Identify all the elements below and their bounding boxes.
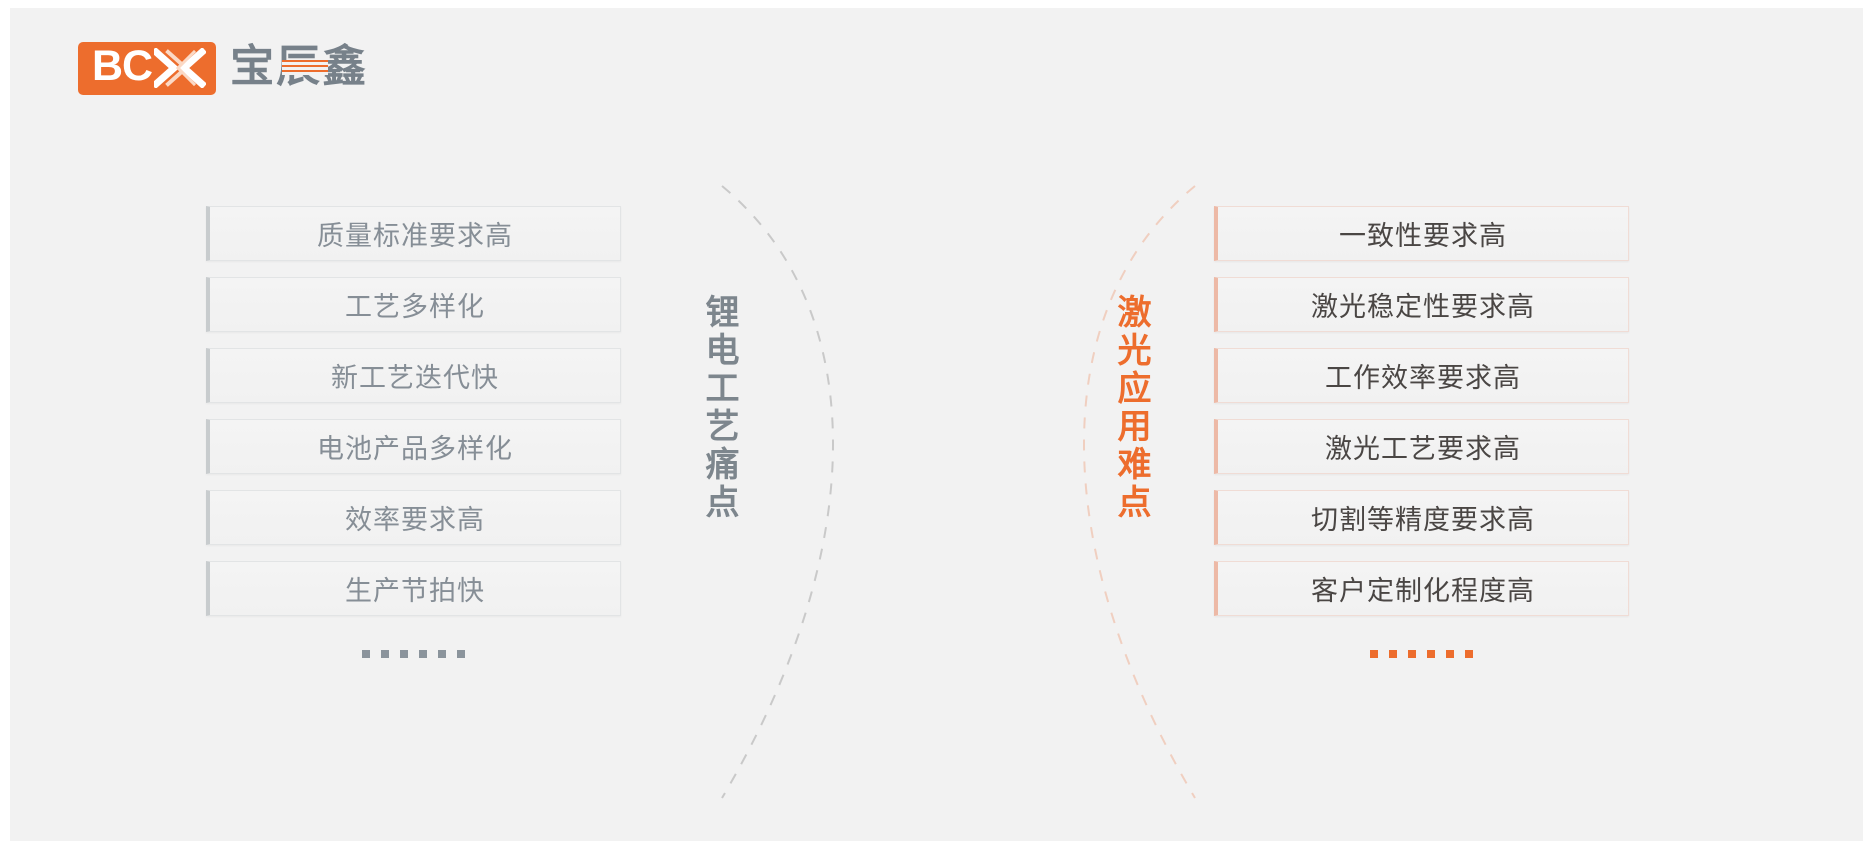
list-item-label: 激光工艺要求高: [1325, 434, 1521, 464]
dot-icon: [1408, 650, 1416, 658]
list-item-label: 质量标准要求高: [317, 221, 513, 251]
right-panel-list: 一致性要求高 激光稳定性要求高 工作效率要求高 激光工艺要求高 切割等精度要求高…: [1214, 206, 1629, 658]
list-item-label: 生产节拍快: [345, 576, 485, 606]
list-item[interactable]: 工艺多样化: [206, 277, 621, 332]
logo-chinese-text: 宝辰鑫: [230, 42, 369, 91]
list-item[interactable]: 效率要求高: [206, 490, 621, 545]
list-item[interactable]: 工作效率要求高: [1214, 348, 1629, 403]
dot-icon: [457, 650, 465, 658]
list-item-label: 电池产品多样化: [317, 434, 513, 464]
list-item[interactable]: 激光工艺要求高: [1214, 419, 1629, 474]
right-ellipsis-dots: [1214, 650, 1629, 658]
dot-icon: [400, 650, 408, 658]
list-item-label: 激光稳定性要求高: [1311, 292, 1535, 322]
dot-icon: [1427, 650, 1435, 658]
slide-canvas: BC 宝辰鑫 锂电工艺痛点 激光应用难点 质量标准要求高: [10, 8, 1863, 841]
list-item[interactable]: 生产节拍快: [206, 561, 621, 616]
brand-logo: BC 宝辰鑫: [78, 39, 368, 97]
dot-icon: [1465, 650, 1473, 658]
logo-badge: BC: [78, 41, 217, 95]
list-item[interactable]: 切割等精度要求高: [1214, 490, 1629, 545]
list-item[interactable]: 客户定制化程度高: [1214, 561, 1629, 616]
left-panel-vertical-title: 锂电工艺痛点: [700, 294, 738, 522]
left-panel-list: 质量标准要求高 工艺多样化 新工艺迭代快 电池产品多样化 效率要求高 生产节拍快: [206, 206, 621, 658]
list-item[interactable]: 一致性要求高: [1214, 206, 1629, 261]
logo-chinese-name: 宝辰鑫: [230, 45, 368, 91]
list-item[interactable]: 新工艺迭代快: [206, 348, 621, 403]
double-chevron-icon: [154, 48, 207, 88]
dot-icon: [438, 650, 446, 658]
dot-icon: [381, 650, 389, 658]
list-item[interactable]: 质量标准要求高: [206, 206, 621, 261]
dot-icon: [362, 650, 370, 658]
list-item-label: 切割等精度要求高: [1311, 505, 1535, 535]
list-item[interactable]: 激光稳定性要求高: [1214, 277, 1629, 332]
dot-icon: [1389, 650, 1397, 658]
list-item-label: 新工艺迭代快: [331, 363, 499, 393]
list-item-label: 一致性要求高: [1339, 221, 1507, 251]
list-item-label: 效率要求高: [345, 505, 485, 535]
logo-bc-text: BC: [92, 42, 153, 90]
list-item-label: 工作效率要求高: [1325, 363, 1521, 393]
dot-icon: [1446, 650, 1454, 658]
list-item-label: 客户定制化程度高: [1311, 576, 1535, 606]
dot-icon: [419, 650, 427, 658]
right-panel-vertical-title: 激光应用难点: [1112, 294, 1150, 522]
list-item[interactable]: 电池产品多样化: [206, 419, 621, 474]
list-item-label: 工艺多样化: [345, 292, 485, 322]
dot-icon: [1370, 650, 1378, 658]
left-ellipsis-dots: [206, 650, 621, 658]
